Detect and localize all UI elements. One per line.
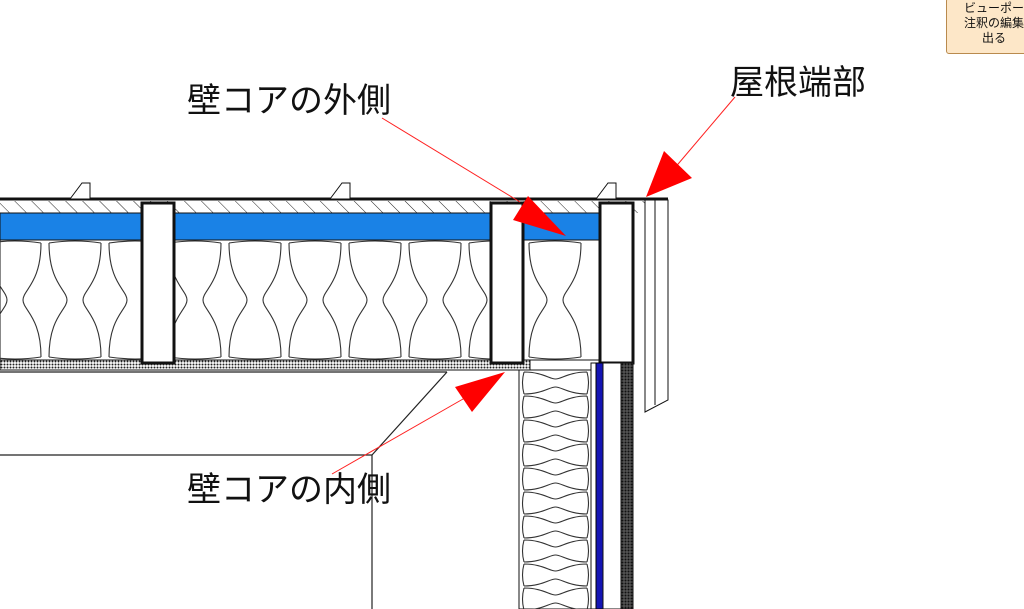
leader-lines [331, 96, 736, 475]
batt-squiggle [528, 240, 582, 360]
batt-squiggle [521, 491, 590, 515]
batt-squiggle [0, 240, 42, 360]
interior-room-outline [0, 371, 448, 609]
wall-assembly [518, 362, 634, 609]
fascia-trim [633, 199, 669, 413]
batt-squiggle [521, 395, 590, 419]
batt-squiggle [521, 443, 590, 467]
roof-top-layer [0, 197, 668, 214]
note-line-1: ビューポー [963, 1, 1024, 15]
batt-squiggle [48, 240, 102, 360]
viewport-annotation-note[interactable]: ビューポー 注釈の編集 出る [946, 0, 1024, 54]
batt-squiggle [521, 515, 590, 539]
roof-ceiling-lining [0, 359, 531, 371]
batt-squiggle [521, 587, 590, 609]
batt-squiggle [228, 240, 282, 360]
batt-squiggle [348, 240, 402, 360]
batt-squiggle [521, 563, 590, 587]
arrow-roof-edge [646, 151, 692, 197]
roof-clip-tabs [69, 182, 617, 200]
label-wall-core-inner: 壁コアの内側 [187, 470, 391, 510]
rafters [140, 201, 635, 365]
batt-squiggle [288, 240, 342, 360]
batt-squiggle [168, 240, 222, 360]
batt-squiggle [521, 539, 590, 563]
note-line-2: 注釈の編集 [963, 16, 1024, 30]
batt-squiggle [521, 467, 590, 491]
callout-arrows [455, 151, 692, 412]
batt-squiggle [521, 419, 590, 443]
label-roof-edge: 屋根端部 [730, 63, 866, 103]
arrow-wall-core-inner [455, 372, 505, 412]
label-wall-core-outer: 壁コアの外側 [187, 81, 391, 121]
batt-squiggle [521, 371, 590, 395]
arrow-wall-core-outer [513, 196, 566, 236]
note-line-3: 出る [981, 31, 1006, 45]
batt-squiggle [408, 240, 462, 360]
